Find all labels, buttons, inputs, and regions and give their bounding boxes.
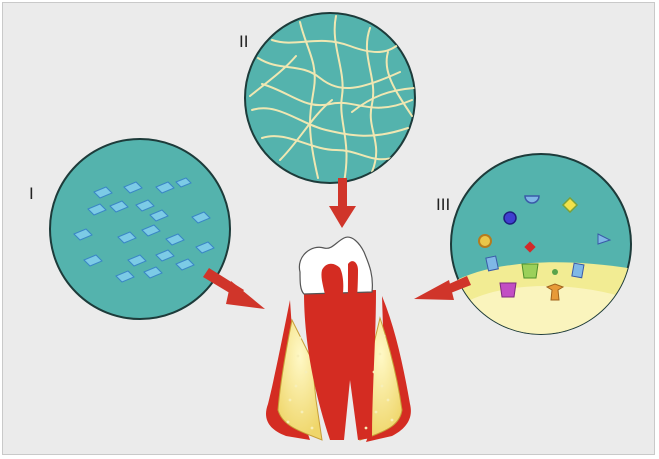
particle-cup-purple [500, 283, 516, 297]
particle-dot-green [552, 269, 558, 275]
panel-3-label: III [436, 195, 450, 214]
arrow-down [329, 178, 356, 228]
tooth-icon [266, 237, 411, 442]
particle-ring-blue [504, 212, 516, 224]
bone-base-highlight [470, 286, 620, 340]
particle-bowl [525, 196, 539, 203]
panel-2: II [239, 13, 415, 183]
panel-3: III [436, 154, 640, 360]
panel-1-circle [50, 139, 230, 319]
particle-cup-green [522, 264, 538, 278]
particle-ring-yellow [479, 235, 491, 247]
arrow-from-right [414, 276, 471, 300]
panel-1: I [29, 139, 230, 319]
particle-block-blue-2 [572, 263, 584, 278]
particle-block-blue [486, 256, 498, 271]
panel-1-label: I [29, 184, 34, 203]
arrow-from-left [203, 268, 265, 309]
panel-2-label: II [239, 32, 248, 51]
